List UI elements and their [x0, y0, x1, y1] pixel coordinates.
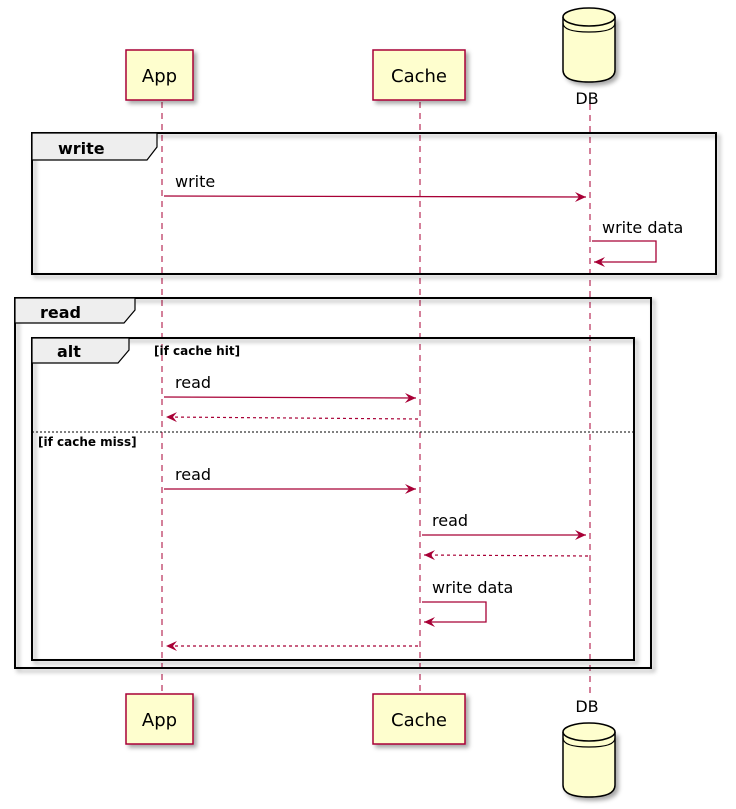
- message-miss-cache-db-read-label: read: [432, 511, 468, 530]
- message-db-self-write-label: write data: [602, 218, 683, 237]
- participant-app-top: App: [125, 49, 194, 101]
- participant-cache-bottom: Cache: [372, 693, 466, 745]
- message-miss-cache-self-write-arrow: [422, 601, 487, 627]
- guard-cache-miss: [if cache miss]: [38, 435, 137, 449]
- database-icon-bottom: [562, 722, 616, 798]
- message-miss-cache-self-write-label: write data: [432, 578, 513, 597]
- message-miss-app-cache-read-label: read: [175, 465, 211, 484]
- participant-cache-label-bottom: Cache: [391, 710, 447, 731]
- participant-app-bottom: App: [125, 693, 194, 745]
- guard-cache-hit: [if cache hit]: [154, 344, 240, 358]
- participant-cache-top: Cache: [372, 49, 466, 101]
- fragment-read-label: read: [40, 303, 81, 322]
- participant-cache-label: Cache: [391, 66, 447, 87]
- participant-app-label: App: [142, 66, 177, 87]
- message-app-db-write-arrow: [163, 191, 587, 202]
- fragment-alt-label: alt: [57, 342, 81, 361]
- message-miss-db-cache-return-arrow: [423, 550, 589, 561]
- message-db-self-write-arrow: [592, 240, 657, 267]
- fragment-write-label: write: [58, 139, 105, 158]
- database-icon: [562, 7, 616, 83]
- message-app-db-write-label: write: [175, 172, 215, 191]
- fragment-alt: alt [if cache hit] [if cache miss]: [31, 337, 635, 661]
- message-hit-cache-app-return-arrow: [165, 412, 419, 423]
- participant-db-label-bottom: DB: [575, 697, 598, 716]
- fragment-write: write: [31, 132, 717, 275]
- message-hit-app-cache-read-label: read: [175, 373, 211, 392]
- message-hit-app-cache-read-arrow: [163, 392, 417, 403]
- participant-app-label-bottom: App: [142, 710, 177, 731]
- participant-db-label-top: DB: [575, 89, 598, 108]
- fragment-read: read: [14, 297, 652, 669]
